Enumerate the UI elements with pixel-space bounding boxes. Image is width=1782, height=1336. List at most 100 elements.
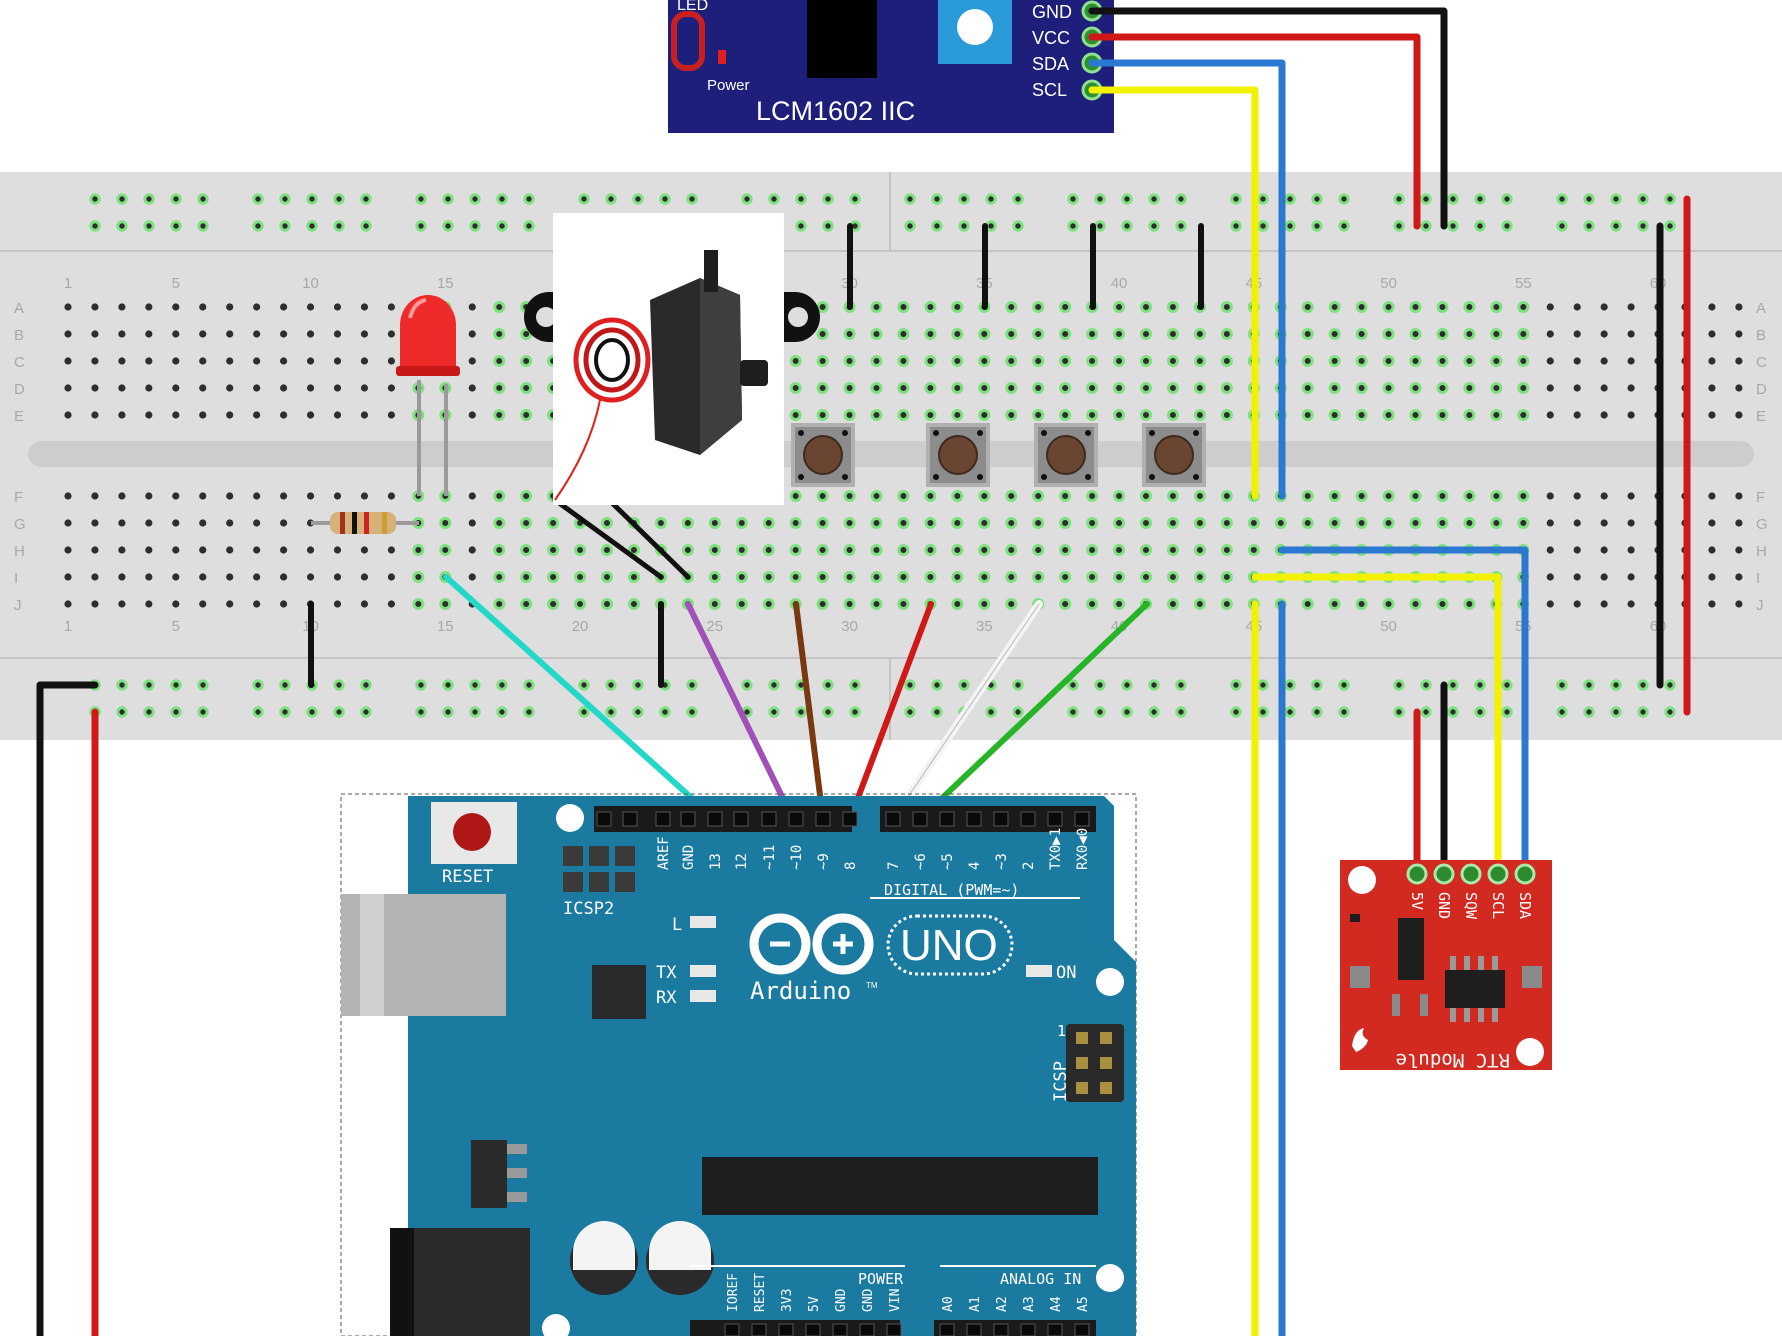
rtc-chip-pin [1478,1008,1484,1022]
breadboard-hole [843,490,856,502]
breadboard-hole [145,357,153,365]
push-buttons [791,423,1206,487]
breadboard-hole [1463,355,1476,367]
digital-pin-socket [733,811,749,827]
breadboard-hole [1573,384,1581,392]
breadboard-hole [951,544,964,556]
arduino-reset-button[interactable] [453,813,491,851]
breadboard-hole [468,573,476,581]
rtc-pin-label: 5V [1408,892,1426,910]
digital-pin-label: 13 [708,853,724,870]
breadboard-hole [735,571,748,583]
lcd-i2c-module: LED Power LCM1602 IIC GND VCC SDA SCL [668,0,1114,133]
breadboard-hole [1600,492,1608,500]
breadboard-hole [1032,301,1045,313]
breadboard-hole [1005,409,1018,421]
breadboard-hole [145,573,153,581]
breadboard-hole [226,330,234,338]
breadboard-hole [1113,544,1126,556]
breadboard-rail-hole [1474,706,1486,718]
breadboard-rail-hole [116,679,128,691]
breadboard-hole [253,573,261,581]
breadboard-hole [1409,382,1422,394]
breadboard-rail-hole [1094,706,1106,718]
breadboard-hole [547,598,560,610]
breadboard-hole [816,544,829,556]
row-label: H [14,543,25,560]
breadboard-hole [145,546,153,554]
breadboard-rail-hole [1637,220,1649,232]
breadboard-hole [1113,301,1126,313]
breadboard-hole [280,330,288,338]
breadboard-hole [199,573,207,581]
breadboard-rail-hole [415,193,427,205]
lcd-board [668,0,1114,133]
breadboard-hole [1735,330,1743,338]
breadboard-hole [91,519,99,527]
digital-pin-socket [788,811,804,827]
push-button-cap [938,435,978,475]
breadboard-rail-hole [1610,220,1622,232]
digital-pin-label: RX0◀0 [1075,828,1091,870]
breadboard-hole [897,571,910,583]
push-button-cap [803,435,843,475]
breadboard-hole [1140,544,1152,556]
wire-pump-to-d10 [685,601,796,822]
breadboard-hole [1382,598,1395,610]
breadboard-hole [118,600,126,608]
pump-cable-coil [583,327,641,393]
breadboard-hole [333,600,342,608]
breadboard-hole [735,517,748,529]
breadboard-rail-hole [279,220,291,232]
breadboard-hole [1113,571,1126,583]
breadboard-hole [1166,355,1179,367]
push-button-corner [798,474,804,480]
breadboard-hole [1708,492,1716,500]
logo-loop-right [812,913,874,975]
wire-led-to-d13 [443,574,718,822]
breadboard-hole [1573,411,1581,419]
breadboard-hole [439,544,452,556]
breadboard-hole [1193,517,1206,529]
breadboard-hole [1355,598,1368,610]
breadboard-hole [468,492,476,500]
analog-pin-label: A1 [968,1296,983,1312]
power-pin-socket [859,1323,875,1336]
breadboard-rail-hole [1067,706,1079,718]
breadboard-hole [1032,355,1045,367]
breadboard-rail-hole [605,193,617,205]
breadboard-rail-hole [768,679,780,691]
digital-pin-label: ~3 [994,853,1010,870]
breadboard-rail-hole [143,679,155,691]
breadboard-rail-hole [659,706,671,718]
breadboard-hole [387,492,395,500]
breadboard-hole [118,546,126,554]
digital-pin-label: 12 [734,853,750,870]
breadboard-rail-hole [1556,706,1568,718]
breadboard-hole [1005,571,1018,583]
arduino-power-label: POWER [858,1270,904,1288]
breadboard-hole [1113,409,1126,421]
analog-pin-socket [993,1323,1009,1336]
breadboard-hole [1382,382,1395,394]
breadboard-hole [333,546,342,554]
icsp-pin [1100,1082,1112,1094]
breadboard-hole [172,303,180,311]
breadboard-hole [1086,409,1099,421]
breadboard-rail-hole [741,679,753,691]
resistor-body [330,512,396,534]
breadboard-rail-hole [1175,679,1187,691]
breadboard-hole [1436,490,1449,502]
breadboard-hole [468,357,476,365]
arduino-led-l-label: L [672,915,682,935]
breadboard-hole [735,544,748,556]
breadboard-hole [1463,301,1476,313]
arduino-uno-badge [886,914,1014,976]
breadboard-hole [91,546,99,554]
breadboard-rail-hole [170,679,182,691]
rtc-crystal [1398,918,1424,980]
breadboard-hole [1546,411,1554,419]
row-label: C [14,354,25,371]
breadboard-rail-hole [1583,679,1595,691]
icsp2-pin [589,846,609,866]
